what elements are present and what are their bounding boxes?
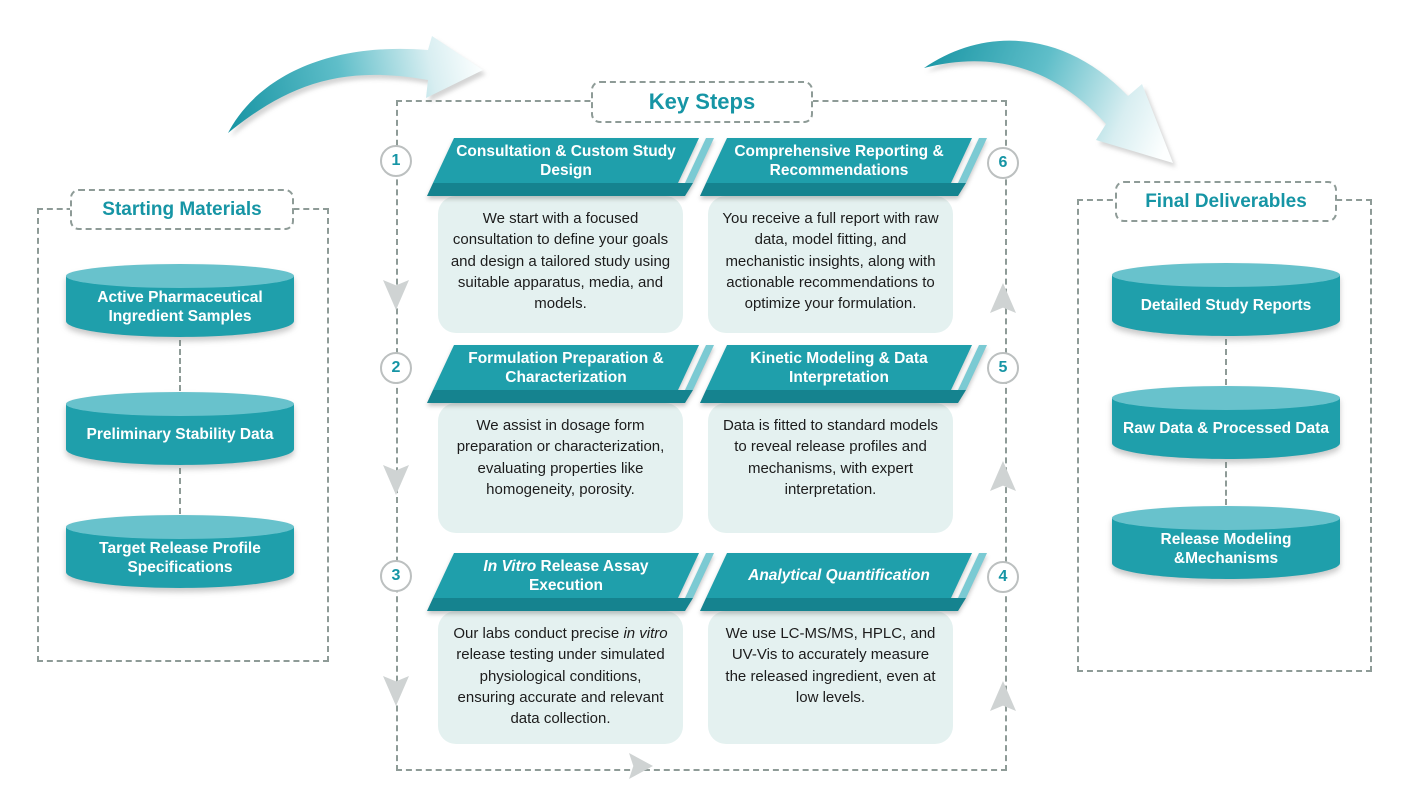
step-body-4: We use LC-MS/MS, HPLC, and UV-Vis to acc… [708,611,953,744]
step-body-5: Data is fitted to standard models to rev… [708,403,953,533]
cylinder-study-reports: Detailed Study Reports [1110,262,1342,338]
connector-left-1 [179,340,181,391]
step-body-6: You receive a full report with raw data,… [708,196,953,333]
step-header-1: Consultation & Custom Study Design [424,138,716,198]
swoosh-arrow-left [228,36,483,133]
step-title-2: Formulation Preparation & Characterizati… [468,349,664,386]
final-deliverables-title-box: Final Deliverables [1115,181,1337,222]
step-body-2: We assist in dosage form preparation or … [438,403,683,533]
swoosh-arrow-right [924,40,1173,164]
cylinder-label: Raw Data & Processed Data [1123,420,1329,438]
cylinder-label: Active Pharmaceutical Ingredient Samples [97,288,263,325]
cylinder-stability-data: Preliminary Stability Data [64,391,296,467]
step-number-3: 3 [380,560,412,592]
connector-right-2 [1225,462,1227,505]
step-title-3: In Vitro Release Assay Execution [483,557,649,594]
cylinder-raw-processed-data: Raw Data & Processed Data [1110,385,1342,461]
starting-materials-title-box: Starting Materials [70,189,294,230]
step-number-4: 4 [987,561,1019,593]
step-header-6: Comprehensive Reporting & Recommendation… [697,138,989,198]
key-steps-title: Key Steps [648,89,756,114]
cylinder-label: Target Release Profile Specifications [99,539,261,576]
step-header-5: Kinetic Modeling & Data Interpretation [697,345,989,405]
key-steps-title-box: Key Steps [591,81,813,123]
step-header-3: In Vitro Release Assay Execution [424,553,716,613]
step-title-6: Comprehensive Reporting & Recommendation… [734,142,944,179]
cylinder-release-modeling: Release Modeling &Mechanisms [1110,505,1342,581]
cylinder-api-samples: Active Pharmaceutical Ingredient Samples [64,263,296,339]
step-header-4: Analytical Quantification [697,553,989,613]
step-title-4: Analytical Quantification [748,567,930,585]
step-number-1: 1 [380,145,412,177]
step-title-1: Consultation & Custom Study Design [456,142,676,179]
step-body-3: Our labs conduct precise in vitro releas… [438,611,683,744]
step-number-5: 5 [987,352,1019,384]
connector-left-2 [179,468,181,514]
cylinder-label: Release Modeling &Mechanisms [1160,530,1292,567]
step-header-2: Formulation Preparation & Characterizati… [424,345,716,405]
step-title-5: Kinetic Modeling & Data Interpretation [750,349,928,386]
cylinder-label: Detailed Study Reports [1140,297,1312,315]
final-deliverables-title: Final Deliverables [1145,190,1307,212]
cylinder-label: Preliminary Stability Data [86,426,274,444]
step-number-2: 2 [380,352,412,384]
starting-materials-title: Starting Materials [102,198,262,220]
step-body-1: We start with a focused consultation to … [438,196,683,333]
connector-right-1 [1225,339,1227,385]
cylinder-release-profile: Target Release Profile Specifications [64,514,296,590]
step-number-6: 6 [987,147,1019,179]
